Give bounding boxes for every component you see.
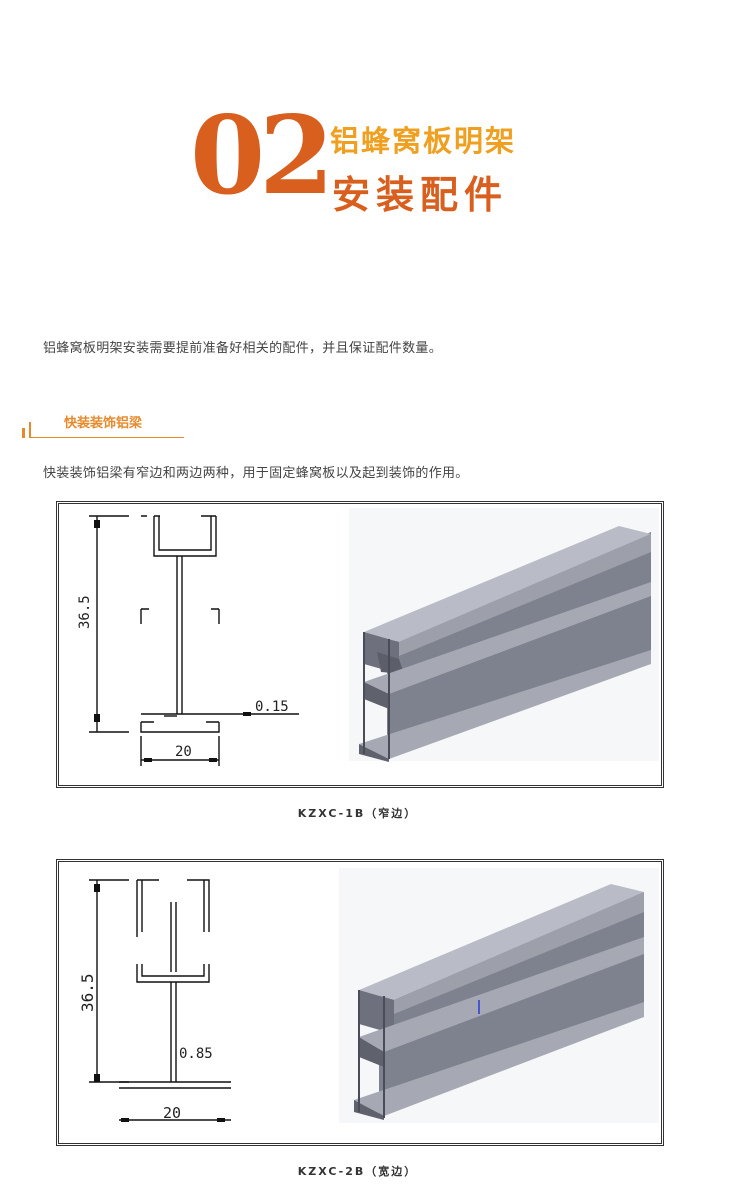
thickness-dimension-label: 0.85: [179, 1046, 213, 1062]
heading-accent-bar: [29, 422, 31, 438]
thickness-dimension-label: 0.15: [255, 699, 289, 715]
dimension-arrows: [94, 520, 251, 762]
heading-accent-bar: [22, 428, 25, 438]
dimension-arrows: [94, 884, 225, 1122]
section-title-line1: 铝蜂窝板明架: [330, 124, 517, 158]
section-number: 02: [190, 93, 334, 219]
height-dimension-label: 36.5: [78, 973, 97, 1012]
subsection-title: 快装装饰铝梁: [64, 416, 143, 431]
width-dimension-label: 20: [175, 744, 192, 760]
product-caption-1: KZXC-1B（窄边）: [297, 807, 418, 820]
profile-3d-render: [349, 508, 659, 762]
height-dimension-label: 36.5: [77, 595, 93, 629]
subsection-heading: 快装装饰铝梁: [22, 410, 187, 440]
profile-3d-render: [339, 868, 659, 1123]
product-drawing-2: 36.5 0.85 20: [78, 868, 659, 1123]
cross-section-drawing: [89, 879, 231, 1121]
intro-text: 铝蜂窝板明架安装需要提前准备好相关的配件，并且保证配件数量。: [43, 341, 443, 356]
product-figure-2: 36.5 0.85 20: [56, 859, 664, 1146]
section-header: 02 铝蜂窝板明架 安装配件: [190, 102, 550, 218]
width-dimension-label: 20: [163, 1104, 181, 1122]
section-title-line2: 安装配件: [332, 173, 509, 217]
product-caption-2: KZXC-2B（宽边）: [297, 1165, 418, 1178]
cross-section-drawing: [89, 515, 299, 766]
subsection-description: 快装装饰铝梁有窄边和两边两种，用于固定蜂窝板以及起到装饰的作用。: [43, 466, 469, 481]
product-figure-1: 36.5 0.15 20: [56, 501, 664, 788]
heading-underline: [31, 437, 184, 438]
product-drawing-1: 36.5 0.15 20: [77, 508, 659, 766]
